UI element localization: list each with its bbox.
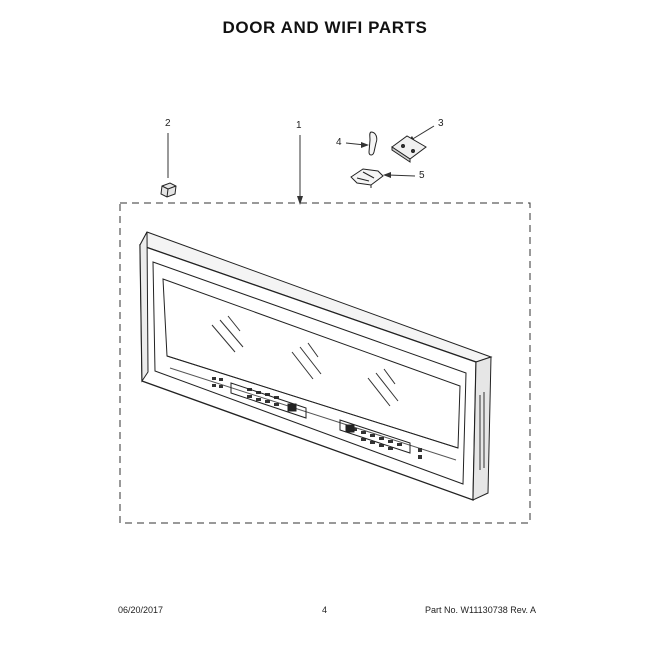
page-title: DOOR AND WIFI PARTS <box>222 18 428 37</box>
door-inner-frame <box>152 261 467 485</box>
callout-part-3: 3 <box>438 118 444 129</box>
callout-part-5: 5 <box>419 170 425 181</box>
callout-part-2: 2 <box>165 118 171 129</box>
footer-page-number: 4 <box>322 605 328 615</box>
control-panel-display <box>230 382 411 454</box>
glass-reflection-marks <box>211 315 399 407</box>
part-2-clip <box>160 182 177 198</box>
footer-date: 06/20/2017 <box>118 605 164 615</box>
callout-part-1: 1 <box>296 120 302 131</box>
part-4-clip <box>368 131 378 156</box>
part-3-bracket <box>391 135 427 163</box>
part-5-wifi-bracket <box>350 168 384 188</box>
side-panel-vents <box>479 392 485 470</box>
leader-line-part-5 <box>387 174 416 177</box>
arrowhead-part-4 <box>361 142 369 148</box>
leader-line-part-3 <box>410 125 435 141</box>
arrowhead-part-1 <box>297 196 303 205</box>
door-side-face <box>472 356 492 501</box>
door-assembly-boundary <box>119 202 531 524</box>
door-panel <box>139 231 493 501</box>
footer-part-number: Part No. W11130738 Rev. A <box>425 605 537 615</box>
arrowhead-part-5 <box>383 172 391 178</box>
callout-part-4: 4 <box>336 137 342 148</box>
